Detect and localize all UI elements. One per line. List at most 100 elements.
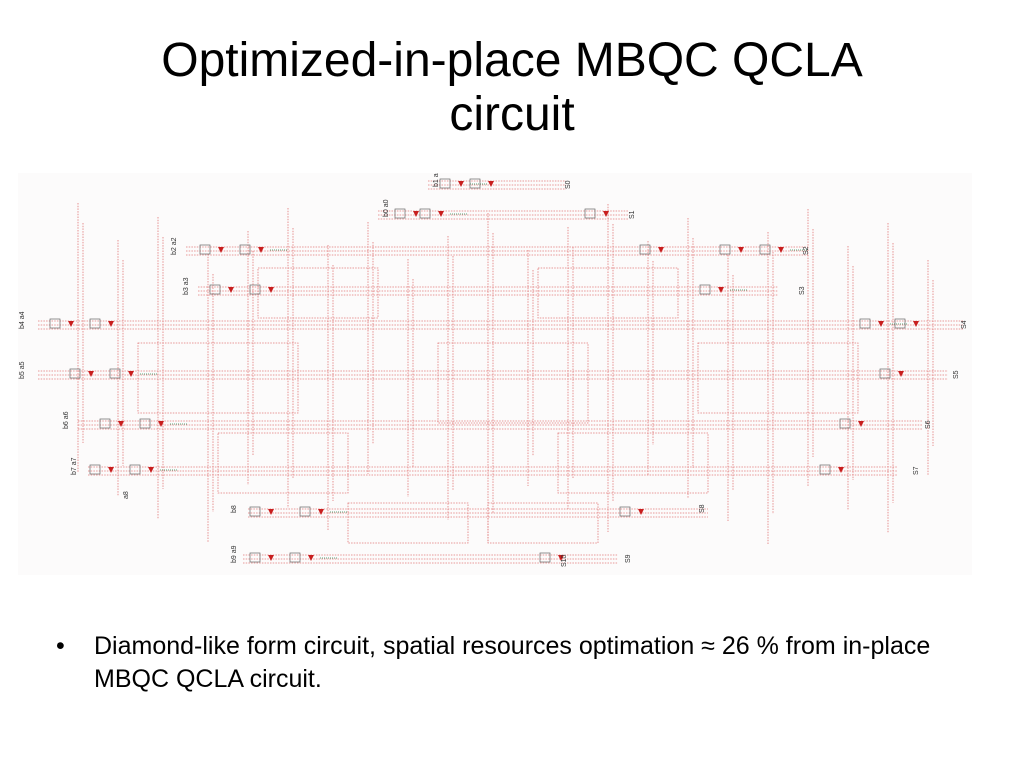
gate-marker <box>878 321 884 327</box>
gate-marker <box>228 287 234 293</box>
output-label: S3 <box>799 286 806 295</box>
gate-marker <box>148 467 154 473</box>
gate-box <box>209 284 221 295</box>
gate-box <box>819 464 831 475</box>
gate-marker <box>413 211 419 217</box>
gate-marker <box>603 211 609 217</box>
gate-marker <box>158 421 164 427</box>
gate-marker <box>778 247 784 253</box>
gate-marker <box>718 287 724 293</box>
gate-marker <box>108 467 114 473</box>
gate-box <box>299 506 311 517</box>
output-label: S8 <box>699 504 706 513</box>
gate-marker <box>68 321 74 327</box>
gate-box <box>129 464 141 475</box>
gate-marker <box>108 321 114 327</box>
title-line-1: Optimized-in-place MBQC QCLA <box>161 34 863 87</box>
gate-box <box>719 244 731 255</box>
output-label: S10 <box>561 554 568 567</box>
gate-box <box>619 506 631 517</box>
gate-marker <box>118 421 124 427</box>
gate-marker <box>858 421 864 427</box>
gate-box <box>639 244 651 255</box>
gate-marker <box>898 371 904 377</box>
gate-marker <box>838 467 844 473</box>
gate-marker <box>128 371 134 377</box>
gate-box <box>249 506 261 517</box>
gate-marker <box>458 181 464 187</box>
gate-box <box>109 368 121 379</box>
circuit-loop <box>217 432 349 494</box>
gate-box <box>759 244 771 255</box>
input-label: b7 a7 <box>71 457 78 475</box>
bullet-text: Diamond-like form circuit, spatial resou… <box>94 632 931 693</box>
gate-box <box>894 318 906 329</box>
input-label: b8 <box>231 505 238 513</box>
gate-marker <box>738 247 744 253</box>
input-label: b0 a0 <box>383 199 390 217</box>
gate-marker <box>218 247 224 253</box>
gate-box <box>584 208 596 219</box>
gate-box <box>539 552 551 563</box>
bullet-marker: • <box>56 632 65 660</box>
output-label: S2 <box>803 246 810 255</box>
gate-box <box>839 418 851 429</box>
circuit-loop <box>697 342 859 414</box>
circuit-loop <box>347 502 469 544</box>
output-label: S9 <box>625 554 632 563</box>
gate-marker <box>638 509 644 515</box>
gate-box <box>49 318 61 329</box>
gate-box <box>699 284 711 295</box>
gate-marker <box>268 509 274 515</box>
gate-box <box>289 552 301 563</box>
gate-box <box>199 244 211 255</box>
input-label: a8 <box>123 491 130 499</box>
input-label: b3 a3 <box>183 277 190 295</box>
gate-marker <box>268 287 274 293</box>
gate-marker <box>308 555 314 561</box>
bullet-item: • Diamond-like form circuit, spatial res… <box>56 630 956 696</box>
gate-box <box>859 318 871 329</box>
gate-box <box>439 178 451 189</box>
gate-box <box>89 318 101 329</box>
gate-box <box>419 208 431 219</box>
input-label: b2 a2 <box>171 237 178 255</box>
gate-marker <box>558 555 564 561</box>
gate-marker <box>438 211 444 217</box>
circuit-loop <box>557 432 709 494</box>
output-label: S0 <box>565 180 572 189</box>
circuit-loop <box>437 342 589 424</box>
output-label: S1 <box>629 210 636 219</box>
input-label: b4 a4 <box>19 311 26 329</box>
input-label: b1 a1 <box>433 173 440 187</box>
gate-marker <box>658 247 664 253</box>
slide-title: Optimized-in-place MBQC QCLA circuit <box>60 34 964 142</box>
circuit-diagram: b1 a1 b0 a0 b2 a2 b3 a3 b4 a4 b5 a5 b6 a6 b7 a7… <box>18 173 972 575</box>
circuit-loop <box>137 342 299 414</box>
circuit-svg: b1 a1 b0 a0 b2 a2 b3 a3 b4 a4 b5 a5 b6 a6 b7 a7… <box>19 173 968 567</box>
title-line-2: circuit <box>449 88 575 141</box>
gate-box <box>99 418 111 429</box>
circuit-loop <box>537 267 679 319</box>
gate-marker <box>913 321 919 327</box>
gate-box <box>394 208 406 219</box>
circuit-loop <box>257 267 379 319</box>
gate-box <box>239 244 251 255</box>
output-label: S5 <box>953 370 960 379</box>
gate-box <box>249 284 261 295</box>
gate-box <box>469 178 481 189</box>
input-label: b5 a5 <box>19 361 26 379</box>
gate-marker <box>268 555 274 561</box>
gate-marker <box>258 247 264 253</box>
gate-box <box>249 552 261 563</box>
output-label: S4 <box>961 320 968 329</box>
gate-box <box>89 464 101 475</box>
gate-box <box>139 418 151 429</box>
gate-marker <box>488 181 494 187</box>
input-label: b6 a6 <box>63 411 70 429</box>
input-label: b9 a9 <box>231 545 238 563</box>
gate-box <box>69 368 81 379</box>
output-label: S7 <box>913 466 920 475</box>
gate-marker <box>88 371 94 377</box>
gate-marker <box>318 509 324 515</box>
